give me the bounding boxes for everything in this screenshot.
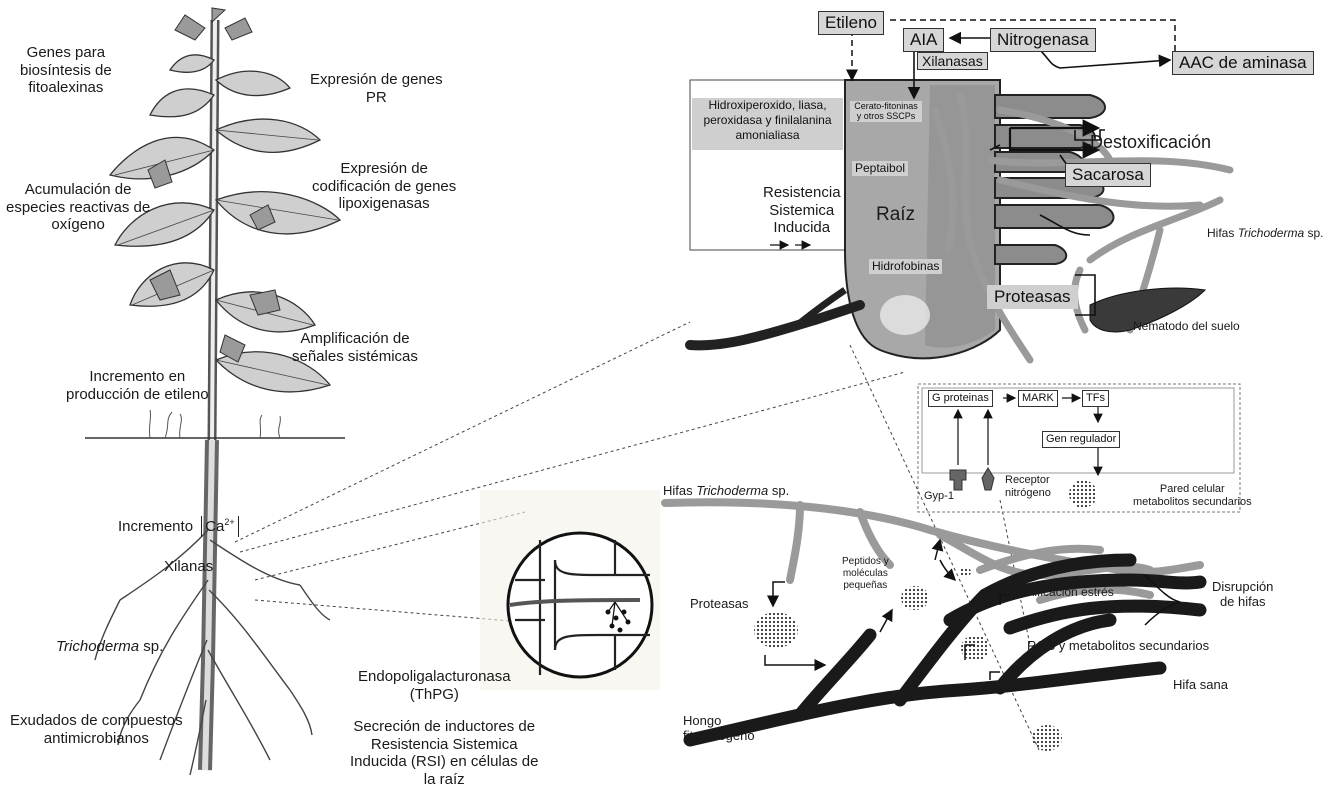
- label-hifas-fungus: Hifas Trichoderma sp.: [663, 483, 789, 498]
- label-hidrofobinas: Hidrofobinas: [869, 259, 942, 274]
- box-tfs: TFs: [1082, 390, 1109, 407]
- label-cerato-fitoninas: Cerato-fitoninas y otros SSCPs: [850, 101, 922, 122]
- label-xilanas: Xilanas: [164, 558, 213, 576]
- label-raiz: Raíz: [876, 204, 915, 226]
- box-proteasas-root: Proteasas: [987, 285, 1078, 309]
- label-peptidos: Peptidos y moléculas pequeñas: [842, 556, 889, 591]
- label-destox-estres: Destoxificación estrés: [997, 585, 1114, 599]
- label-hifa-sana: Hifa sana: [1173, 677, 1228, 692]
- label-amplificacion: Amplificación de señales sistémicas: [292, 330, 418, 365]
- label-disrupcion: Disrupción de hifas: [1212, 579, 1273, 610]
- box-sacarosa: Sacarosa: [1065, 163, 1151, 187]
- label-ros-metabolitos: ROS y metabolitos secundarios: [1027, 638, 1209, 653]
- box-aia: AIA: [903, 28, 944, 52]
- box-aac-aminasa: AAC de aminasa: [1172, 51, 1314, 75]
- box-g-proteinas: G proteinas: [928, 390, 993, 407]
- label-peptaibol: Peptaibol: [852, 161, 908, 176]
- label-incremento-calcio: Incremento Ca2+: [118, 516, 239, 537]
- label-hifas-root: Hifas Trichoderma sp.: [1207, 226, 1324, 240]
- label-trichoderma: Trichoderma sp.: [56, 638, 163, 656]
- label-proteasas-fungus: Proteasas: [690, 596, 749, 611]
- fungus-panel-artwork: [480, 490, 1200, 751]
- label-hidroxiperoxido: Hidroxiperoxido, liasa, peroxidasa y fin…: [692, 98, 843, 150]
- label-gyp: Gyp-1: [924, 490, 954, 503]
- label-pared-celular: Pared celular metabolitos secundarios: [1133, 483, 1252, 509]
- label-expresion-pr: Expresión de genes PR: [310, 71, 443, 106]
- box-xilanasas: Xilanasas: [917, 52, 988, 70]
- label-receptor: Receptor nitrógeno: [1005, 474, 1051, 500]
- box-nitrogenasa: Nitrogenasa: [990, 28, 1096, 52]
- label-hongo: Hongo fitopatógeno: [683, 713, 755, 744]
- box-mark: MARK: [1018, 390, 1058, 407]
- label-fitoalexinas: Genes para biosíntesis de fitoalexinas: [20, 44, 112, 97]
- label-etileno-produccion: Incremento en producción de etileno: [66, 368, 209, 403]
- label-endopoligalacturonasa: Endopoligalacturonasa (ThPG): [358, 668, 511, 703]
- box-gen-regulador: Gen regulador: [1042, 431, 1120, 448]
- box-etileno: Etileno: [818, 11, 884, 35]
- label-lipoxigenasas: Expresión de codificación de genes lipox…: [312, 160, 456, 213]
- label-secrecion-inductores: Secreción de inductores de Resistencia S…: [350, 718, 538, 789]
- label-rsi-root: Resistencia Sistemica Inducida: [763, 184, 841, 237]
- label-destoxificacion: Destoxificación: [1090, 132, 1211, 153]
- label-especies-reactivas: Acumulación de especies reactivas de oxí…: [6, 181, 150, 234]
- label-nematodo: Nematodo del suelo: [1133, 319, 1240, 333]
- label-exudados: Exudados de compuestos antimicrobianos: [10, 712, 183, 747]
